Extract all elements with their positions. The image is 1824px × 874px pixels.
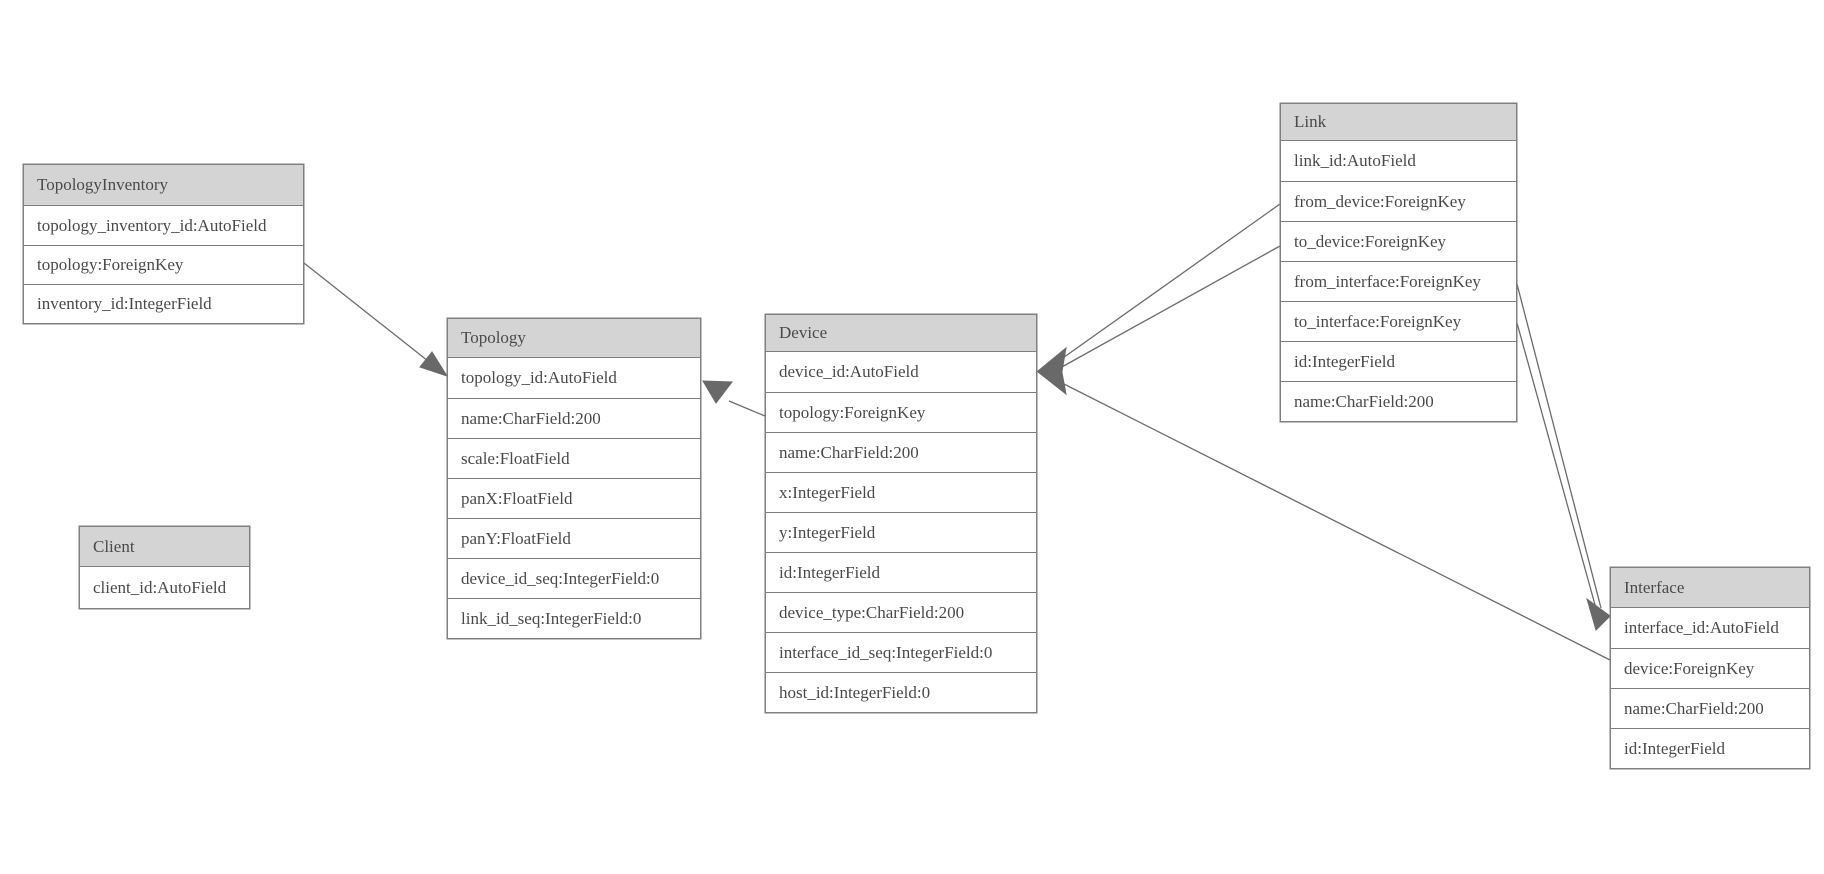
entity-title: Client: [80, 527, 249, 567]
field-row: interface_id_seq:IntegerField:0: [766, 632, 1036, 672]
edge-topologyinventory-topology: [303, 262, 429, 362]
edge-device-topology: [728, 400, 766, 417]
field-row: interface_id:AutoField: [1611, 608, 1809, 648]
field-row: id:IntegerField: [1611, 728, 1809, 768]
entity-title: TopologyInventory: [24, 165, 303, 206]
edge-link-to-interface: [1516, 322, 1598, 613]
field-row: inventory_id:IntegerField: [24, 284, 303, 323]
arrowhead-topologyinventory-topology: [419, 351, 449, 377]
field-row: name:CharField:200: [1281, 381, 1516, 421]
field-row: to_interface:ForeignKey: [1281, 301, 1516, 341]
field-row: from_device:ForeignKey: [1281, 181, 1516, 221]
entity-title: Device: [766, 315, 1036, 352]
edge-link-to-device: [1059, 245, 1281, 369]
edge-link-from-interface: [1516, 283, 1602, 609]
edge-link-from-device: [1059, 203, 1281, 361]
field-row: link_id_seq:IntegerField:0: [448, 598, 700, 638]
edge-interface-device: [1061, 382, 1611, 661]
field-row: scale:FloatField: [448, 438, 700, 478]
entity-topology-inventory: TopologyInventory topology_inventory_id:…: [23, 164, 304, 324]
field-row: link_id:AutoField: [1281, 141, 1516, 181]
entity-title: Topology: [448, 319, 700, 358]
entity-title: Interface: [1611, 568, 1809, 608]
field-row: name:CharField:200: [1611, 688, 1809, 728]
field-row: topology:ForeignKey: [24, 245, 303, 284]
field-row: topology_id:AutoField: [448, 358, 700, 398]
field-row: device_id_seq:IntegerField:0: [448, 558, 700, 598]
field-row: id:IntegerField: [766, 552, 1036, 592]
field-row: name:CharField:200: [766, 432, 1036, 472]
field-row: panY:FloatField: [448, 518, 700, 558]
entity-client: Client client_id:AutoField: [79, 526, 250, 609]
field-row: client_id:AutoField: [80, 567, 249, 608]
arrowhead-interface-device: [1037, 361, 1067, 396]
field-row: device_id:AutoField: [766, 352, 1036, 392]
field-row: device:ForeignKey: [1611, 648, 1809, 688]
field-row: y:IntegerField: [766, 512, 1036, 552]
field-row: x:IntegerField: [766, 472, 1036, 512]
field-row: topology_inventory_id:AutoField: [24, 206, 303, 245]
arrowhead-device-topology: [702, 380, 733, 404]
arrowhead-link-interface: [1586, 597, 1611, 631]
field-row: name:CharField:200: [448, 398, 700, 438]
field-row: to_device:ForeignKey: [1281, 221, 1516, 261]
field-row: panX:FloatField: [448, 478, 700, 518]
field-row: from_interface:ForeignKey: [1281, 261, 1516, 301]
entity-title: Link: [1281, 104, 1516, 141]
field-row: topology:ForeignKey: [766, 392, 1036, 432]
entity-fields: client_id:AutoField: [80, 567, 249, 608]
field-row: host_id:IntegerField:0: [766, 672, 1036, 712]
field-row: device_type:CharField:200: [766, 592, 1036, 632]
field-row: id:IntegerField: [1281, 341, 1516, 381]
